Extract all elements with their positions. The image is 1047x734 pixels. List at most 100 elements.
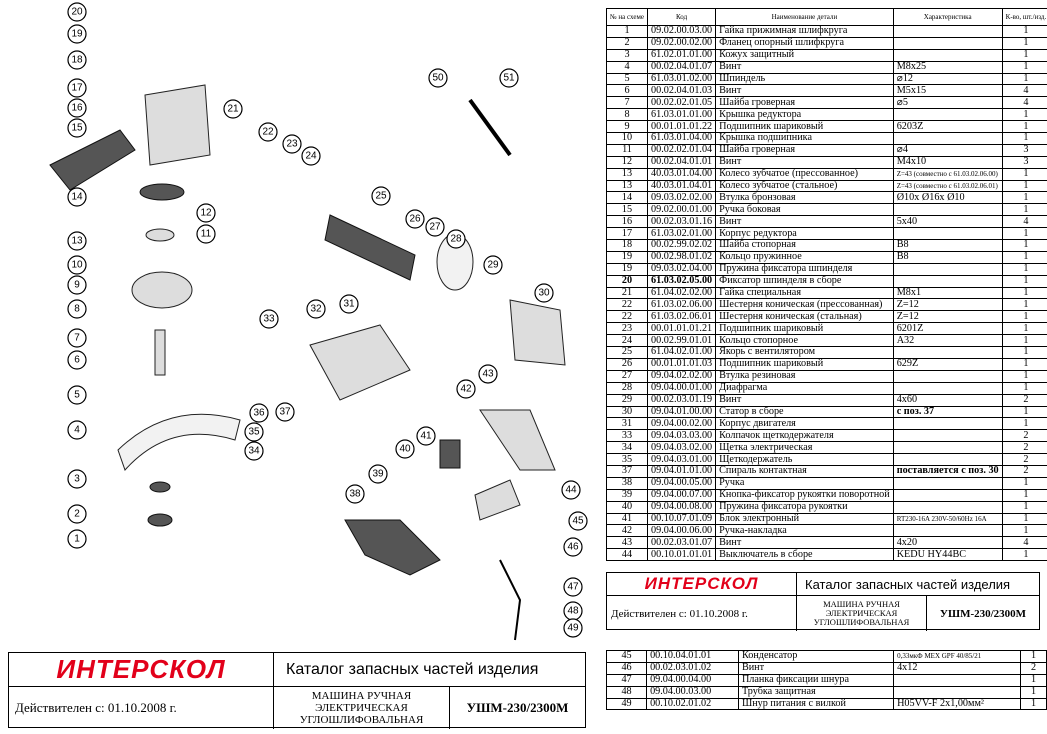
cell-characteristic: 6203Z [892,120,1003,134]
model-left: УШМ-230/2300М [466,700,569,715]
cell-name: Шестерня коническая (стальная) [715,310,894,324]
cell-code: 09.03.02.02.00 [647,191,717,205]
cell-number: 5 [605,72,649,86]
cell-name: Корпус редуктора [715,227,894,241]
cell-number: 19 [605,250,649,264]
callout-number: 16 [71,103,83,114]
callout-circle [405,209,425,229]
cell-name: Щетка электрическая [715,441,894,455]
callout-circle [258,122,278,142]
cell-name: Подшипник шариковый [715,322,894,336]
parts-table: № на схеме Код Наименование детали Харак… [605,8,1047,562]
callout-number: 14 [71,192,83,203]
cell-number: 39 [605,488,649,502]
callout-number: 13 [71,236,83,247]
cell-characteristic: поставляется с поз. 30 [892,464,1003,478]
cell-name: Статор в сборе [715,405,894,419]
callout-circle [67,231,87,251]
callout-circle [563,537,583,557]
callout-circle [395,439,415,459]
callout-37: 37 [275,402,295,422]
callout-31: 31 [339,294,359,314]
callout-circle [67,24,87,44]
product-line-1: МАШИНА РУЧНАЯ [311,690,412,702]
cell-name: Якорь с вентилятором [715,346,894,359]
callout-number: 29 [487,260,499,271]
stator-part [509,299,566,366]
callout-circle [275,402,295,422]
callout-circle [249,403,269,423]
callout-circle [67,385,87,405]
callout-16: 16 [67,98,87,118]
callout-49: 49 [563,618,583,638]
cell-number: 37 [605,464,649,478]
cell-characteristic: RT230-16A 230V-50/60Hz 16A [892,512,1003,526]
cell-characteristic [892,48,1003,62]
cell-code: 61.04.02.02.00 [647,286,717,300]
cell-number: 18 [605,239,649,252]
cell-code: 09.04.00.01.00 [647,381,717,395]
cell-name: Шайба гроверная [715,143,894,157]
cell-name: Гайка специальная [715,286,894,300]
cell-characteristic: 0,33мкФ MEX GPF 40/85/21 [893,650,1021,663]
cell-characteristic [892,262,1003,276]
callout-number: 20 [71,7,83,18]
cell-characteristic [893,685,1021,699]
cell-quantity: 1 [1001,274,1047,288]
cell-characteristic: М8х25 [892,60,1003,74]
cell-code: 40.03.01.04.01 [647,179,717,193]
cell-name: Втулка бронзовая [715,191,894,205]
callout-circle [368,464,388,484]
cell-code: 00.02.04.01.07 [647,60,717,74]
cell-code: 09.04.00.04.00 [646,673,739,687]
cell-characteristic [892,500,1003,514]
cell-characteristic: Ø10х Ø16х Ø10 [892,191,1003,205]
cell-quantity: 1 [1001,298,1047,312]
title-block-left: ИНТЕРСКОЛ Каталог запасных частей издели… [8,652,586,729]
cell-code: 61.03.02.06.01 [647,310,717,324]
cell-characteristic: Z=12 [892,310,1003,324]
cell-characteristic [892,381,1003,395]
cell-quantity: 2 [1001,464,1047,478]
callout-51: 51 [499,68,519,88]
wrench-part [468,98,512,157]
callout-23: 23 [282,134,302,154]
cell-name: Гайка прижимная шлифкруга [715,25,894,38]
cell-quantity: 4 [1001,96,1047,110]
callout-number: 25 [375,191,387,202]
cell-name: Шестерня коническая (прессованная) [715,298,894,312]
callout-circle [67,2,87,22]
cell-quantity: 1 [1001,167,1047,181]
cell-name: Винт [715,84,894,98]
callout-24: 24 [301,146,321,166]
flange-part [149,481,171,493]
cell-number: 43 [605,536,649,550]
cell-number: 48 [605,685,648,699]
cell-number: 40 [605,500,649,514]
callout-circle [428,68,448,88]
cell-code: 09.04.01.01.00 [647,464,717,478]
cell-quantity: 1 [1001,108,1047,122]
callout-number: 45 [572,516,584,527]
callout-27: 27 [425,217,445,237]
cell-quantity: 1 [1001,405,1047,419]
cell-code: 09.04.00.07.00 [647,488,717,502]
cell-name: Крышка подшипника [715,132,894,145]
callout-32: 32 [306,299,326,319]
valid-date-right: Действителен с: 01.10.2008 г. [607,596,797,631]
callout-circle [425,217,445,237]
cell-quantity: 2 [1019,661,1047,675]
cell-name: Спираль контактная [715,464,894,478]
cell-number: 7 [605,96,649,110]
cell-name: Втулка резиновая [715,369,894,383]
callout-17: 17 [67,78,87,98]
cell-code: 09.04.00.02.00 [647,417,717,431]
